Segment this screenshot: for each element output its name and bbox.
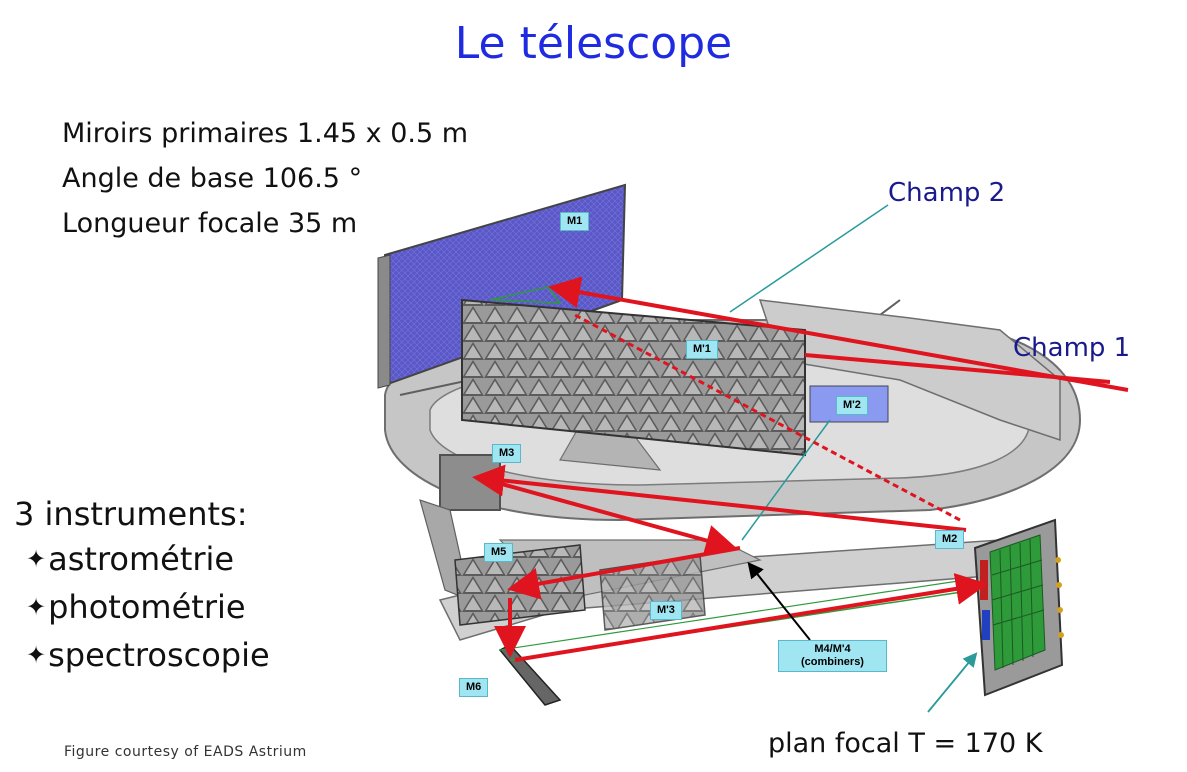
champ2-leader [729,204,889,313]
figure-credit: Figure courtesy of EADS Astrium [64,744,307,760]
instrument-item: ✦astrométrie [26,540,234,578]
focal-plane-detector [973,518,1064,697]
label-m2: M2 [935,530,965,549]
label-m-prime-1: M'1 [686,340,718,359]
combiner-pointer [747,561,811,641]
label-m-prime-3: M'3 [650,601,682,620]
focal-leader [927,652,978,713]
mirror-m5 [454,544,586,626]
star-icon: ✦ [26,641,47,669]
instrument-astrometry: astrométrie [48,540,235,578]
label-m1: M1 [560,212,590,231]
label-m4-combiners: M4/M'4 (combiners) [778,640,887,672]
label-m6: M6 [459,678,489,697]
instrument-item: ✦spectroscopie [26,636,270,674]
label-m5: M5 [484,543,514,562]
label-champ-1: Champ 1 [1013,333,1131,363]
star-icon: ✦ [26,593,47,621]
label-m-prime-2: M'2 [836,396,868,415]
spec-primary-mirrors: Miroirs primaires 1.45 x 0.5 m [62,118,469,149]
label-m4: M4/M'4 [814,643,851,655]
page-title: Le télescope [454,18,733,69]
spec-base-angle: Angle de base 106.5 ° [62,163,363,194]
star-icon: ✦ [26,545,47,573]
instrument-item: ✦photométrie [26,588,246,626]
label-combiners: (combiners) [801,656,864,668]
optical-beams [472,276,1129,662]
spec-focal-length: Longueur focale 35 m [62,208,358,239]
label-champ-2: Champ 2 [888,178,1006,208]
instrument-photometry: photométrie [48,588,246,626]
instrument-spectroscopy: spectroscopie [48,636,270,674]
instruments-heading: 3 instruments: [14,495,248,533]
label-m3: M3 [492,444,522,463]
focal-plane-label: plan focal T = 170 K [768,728,1043,759]
